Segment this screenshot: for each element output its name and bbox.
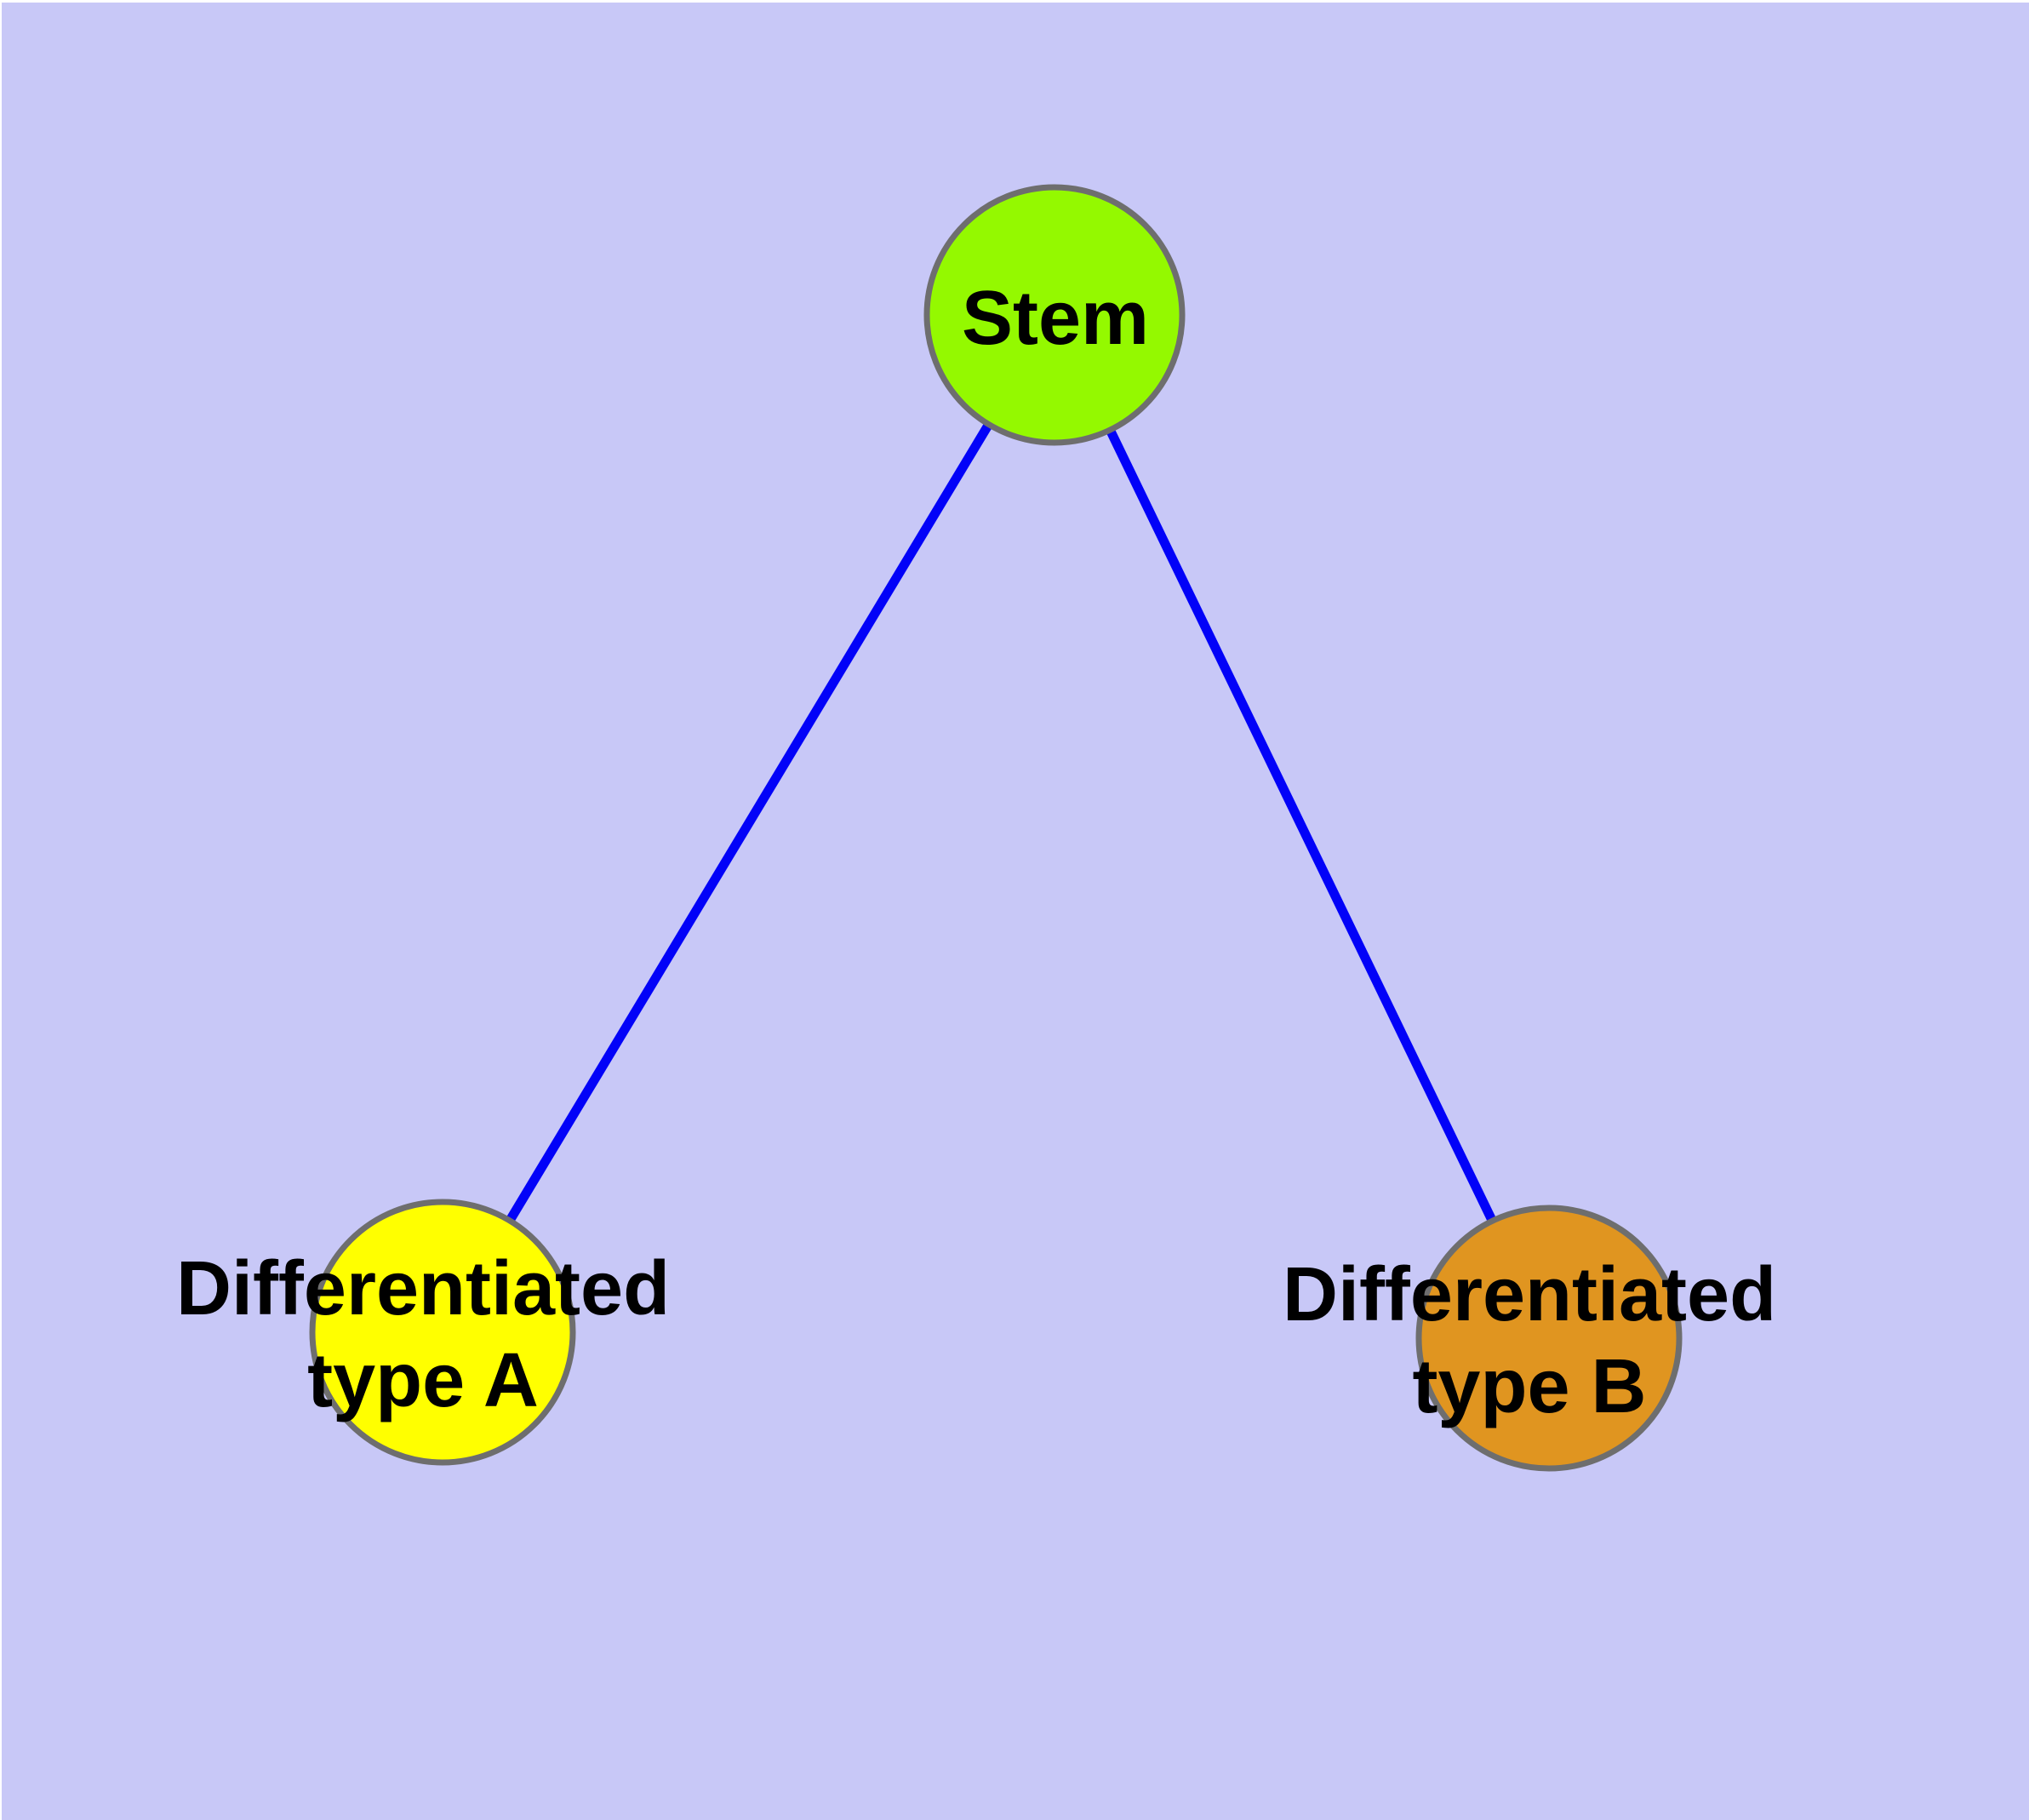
node-differentiated-type-b-label: Differentiated type B	[1282, 1252, 1777, 1429]
node-differentiated-type-a-label: Differentiated type A	[175, 1246, 671, 1423]
edge-stem-to-type-a	[438, 312, 1059, 1335]
node-differentiated-type-a	[309, 1199, 576, 1466]
edge-stem-to-type-b	[1050, 312, 1553, 1341]
node-stem-label: Stem	[961, 276, 1150, 361]
node-stem	[923, 184, 1186, 446]
node-differentiated-type-b	[1415, 1205, 1683, 1472]
